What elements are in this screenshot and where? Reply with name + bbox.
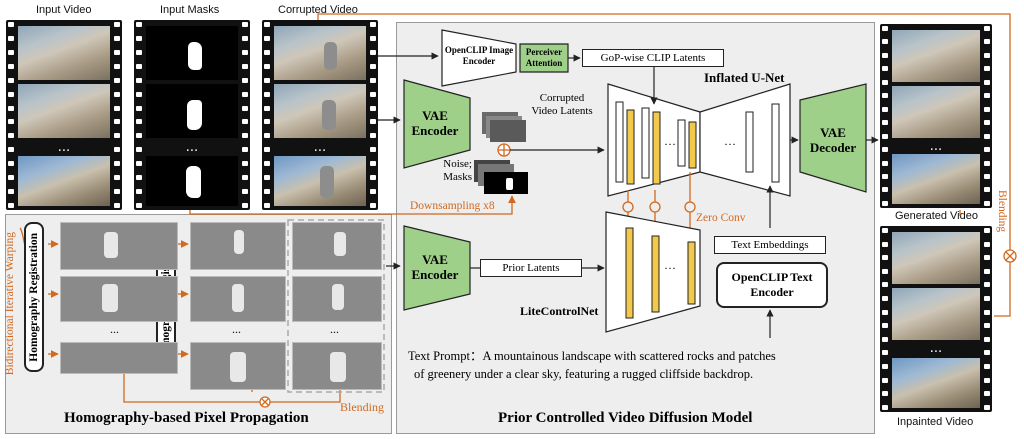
downsampling-text: Downsampling x8 [410, 200, 495, 212]
openclip-image-encoder-text: OpenCLIP Image Encoder [444, 45, 514, 66]
svg-text:···: ··· [724, 137, 736, 151]
masks-ellipsis: ... [185, 140, 199, 155]
prior-latents-text: Prior Latents [502, 262, 560, 274]
propagation-title: Homography-based Pixel Propagation [64, 410, 309, 426]
text-prompt: Text Prompt：A mountainous landscape with… [408, 347, 868, 383]
generated-video-strip: ... [880, 24, 992, 208]
vae-encoder-bottom-text: VAE Encoder [411, 252, 459, 282]
text-prompt-label: Text Prompt： [408, 349, 483, 363]
generated-ellipsis: ... [929, 139, 943, 154]
litecontrolnet-text: LiteControlNet [520, 304, 599, 318]
corrupted-latents-text: Corrupted Video Latents [531, 92, 593, 117]
corrupted-video-strip: ... [262, 20, 378, 210]
input-video-strip: ... [6, 20, 122, 210]
openclip-image-encoder-shape [441, 29, 517, 87]
diffusion-title: Prior Controlled Video Diffusion Model [498, 410, 753, 426]
inpainted-video-label: Inpainted Video [897, 416, 974, 428]
openclip-text-encoder-box: OpenCLIP Text Encoder [716, 262, 828, 308]
vae-encoder-top-text: VAE Encoder [411, 108, 459, 138]
controlnet-bars [625, 227, 696, 319]
prop-ellipsis-2: ... [232, 322, 241, 336]
prop-frame-1-1 [60, 222, 178, 270]
mask-blob-2 [187, 100, 202, 130]
perceiver-attention-shape [519, 43, 569, 73]
inpainted-ellipsis: ... [929, 341, 943, 356]
input-ellipsis: ... [57, 140, 71, 155]
text-embeddings-text: Text Embeddings [731, 239, 809, 251]
gop-clip-latents-text: GoP-wise CLIP Latents [600, 52, 706, 64]
dashed-column [287, 219, 385, 393]
corrupted-ellipsis: ... [313, 140, 327, 155]
input-masks-strip: ... [134, 20, 250, 210]
svg-text:···: ··· [664, 261, 676, 275]
input-frame-1 [18, 26, 110, 80]
prop-frame-1-3 [60, 342, 178, 374]
generated-video-label: Generated Video [895, 210, 978, 222]
homography-registration-box-1: Homography Registration [24, 222, 44, 372]
vae-encoder-top-shape [403, 79, 471, 169]
propagation-blending-text: Blending [340, 400, 384, 414]
prop-ellipsis-1: ... [110, 322, 119, 336]
noise-masks-text: Noise; Masks [443, 158, 472, 183]
vae-decoder-shape [799, 83, 867, 193]
unet-bars [615, 101, 780, 185]
input-video-label: Input Video [36, 4, 92, 16]
text-prompt-line1: A mountainous landscape with scattered r… [482, 349, 776, 363]
vae-encoder-bottom-shape [403, 225, 471, 311]
prior-latents-box: Prior Latents [480, 259, 582, 277]
inflated-unet-title: Inflated U-Net [704, 70, 785, 85]
input-frame-3 [18, 156, 110, 206]
perceiver-attention-text: Perceiver Attention [525, 47, 563, 68]
inpainted-video-strip: ... [880, 226, 992, 412]
input-masks-label: Input Masks [160, 4, 220, 16]
corrupted-latents-block [482, 112, 526, 142]
prop-frame-1-2 [60, 276, 178, 322]
text-embeddings-box: Text Embeddings [714, 236, 826, 254]
zero-conv-text: Zero Conv [696, 212, 746, 224]
noise-block [474, 160, 528, 194]
openclip-text-encoder-text: OpenCLIP Text Encoder [731, 270, 813, 299]
text-prompt-line2: of greenery under a clear sky, featuring… [414, 367, 754, 381]
right-blending-text: Blending [996, 190, 1008, 233]
bidirectional-text: Bidirectional Iterative Warping [4, 232, 16, 376]
mask-blob-3 [186, 166, 201, 198]
corrupted-video-label: Corrupted Video [278, 4, 358, 16]
top-orange-line [317, 13, 1011, 317]
prop-ellipsis-3: ... [330, 322, 339, 336]
gop-clip-latents-box: GoP-wise CLIP Latents [582, 49, 724, 67]
input-frame-2 [18, 84, 110, 138]
vae-decoder-text: VAE Decoder [809, 125, 857, 155]
svg-text:···: ··· [664, 137, 676, 151]
mask-blob-1 [188, 42, 202, 70]
